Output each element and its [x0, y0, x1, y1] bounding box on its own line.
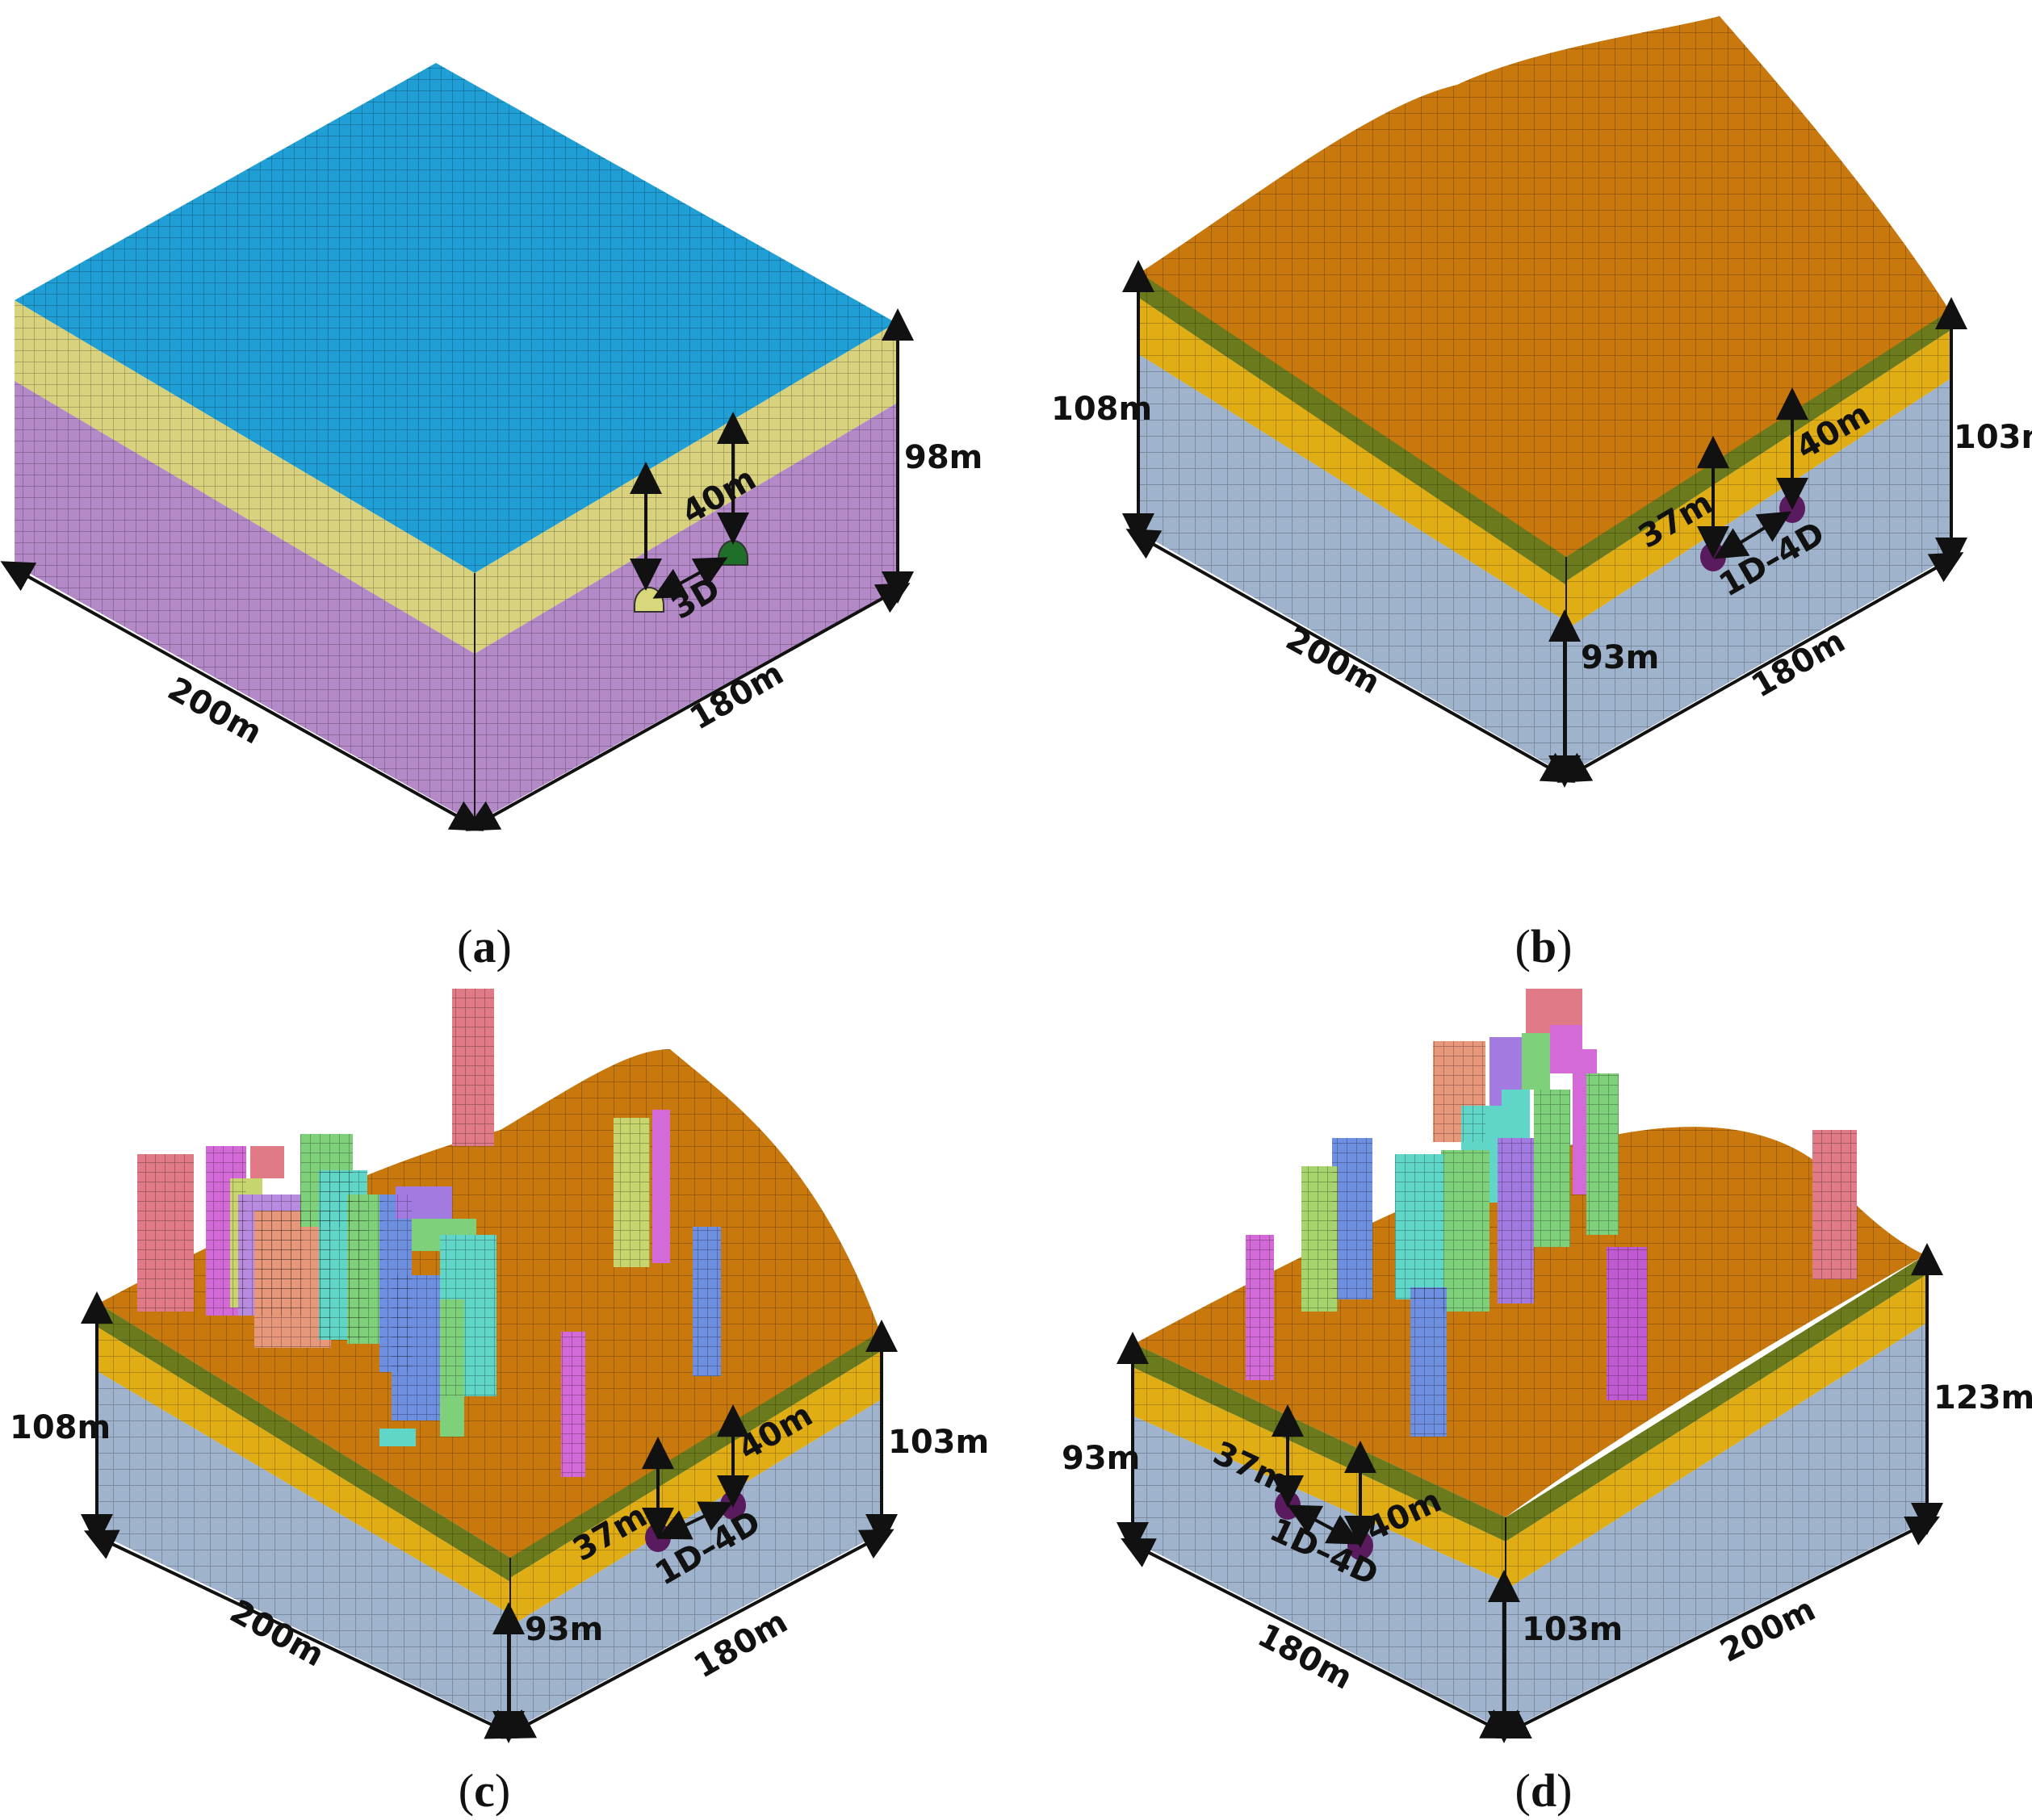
panel-d: 93m 123m 103m 37m 40m 1D–4D 180m 200m (d…	[1062, 989, 2032, 1817]
panel-d-height-right-label: 123m	[1934, 1379, 2032, 1416]
panel-a-caption: (a)	[457, 920, 512, 973]
panel-c-height-front-label: 93m	[525, 1611, 603, 1648]
panel-b-height-left-label: 108m	[1051, 391, 1152, 428]
panel-b-height-front-label: 93m	[1581, 639, 1659, 676]
panel-d-height-front-label: 103m	[1522, 1611, 1623, 1648]
panel-b-tunnel-right	[1779, 494, 1805, 523]
panel-d-building	[1522, 1033, 1550, 1090]
panel-c-height-left-label: 108m	[10, 1409, 111, 1446]
panel-b-height-right-label: 103m	[1954, 419, 2032, 456]
panel-c: 108m 103m 93m 37m 40m 1D–4D 200m 180m (c…	[10, 989, 989, 1817]
panel-d-caption: (d)	[1515, 1764, 1573, 1817]
panel-c-building	[379, 1429, 416, 1446]
panel-a-height-label: 98m	[904, 439, 982, 476]
panel-c-buildings	[137, 989, 721, 1477]
panel-b: 108m 103m 93m 37m 40m 1D–4D 200m 180m (b…	[1051, 16, 2032, 973]
panel-c-caption: (c)	[459, 1764, 510, 1817]
panel-d-building	[1502, 1090, 1530, 1138]
panel-d-height-left-label: 93m	[1062, 1440, 1140, 1477]
panel-c-height-right-label: 103m	[888, 1424, 989, 1461]
panel-d-buildings	[1246, 989, 1857, 1437]
panel-c-building	[250, 1146, 284, 1178]
panel-b-caption: (b)	[1515, 920, 1573, 973]
panel-a: 200m 180m 98m 40m 3D (a)	[0, 63, 982, 973]
panel-c-building	[652, 1110, 670, 1263]
